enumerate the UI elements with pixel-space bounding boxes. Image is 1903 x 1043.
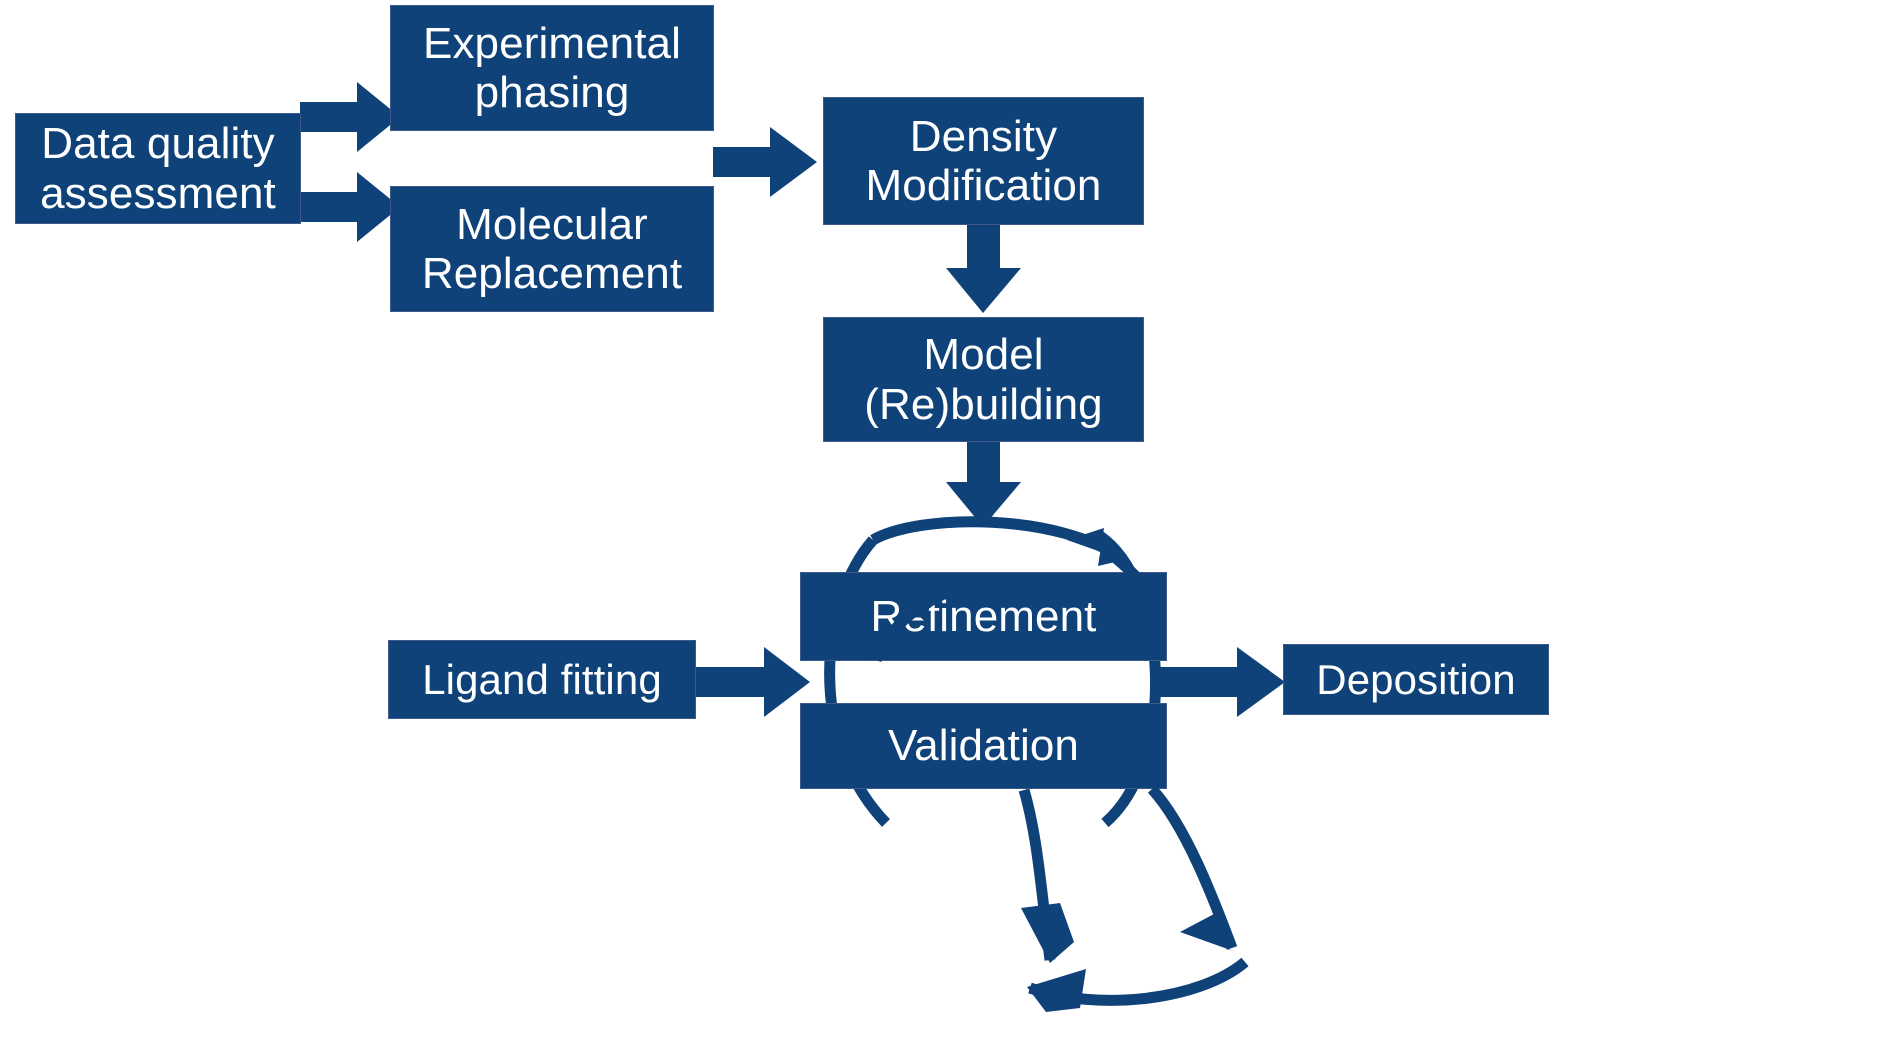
arrow-dq-to-experimental-phasing <box>300 82 400 152</box>
node-density-modification[interactable]: Density Modification <box>823 97 1144 225</box>
node-validation[interactable]: Validation <box>800 703 1167 789</box>
node-refinement[interactable]: Refinement <box>800 572 1167 661</box>
node-deposition[interactable]: Deposition <box>1283 644 1549 715</box>
node-data-quality-assessment[interactable]: Data quality assessment <box>15 113 301 224</box>
arrow-model-rebuilding-to-cycle <box>946 442 1021 527</box>
arrow-cycle-to-deposition <box>1157 647 1285 717</box>
arrow-ligand-fitting-to-cycle <box>696 647 810 717</box>
arrow-density-modification-to-model-rebuilding <box>946 225 1021 313</box>
node-experimental-phasing[interactable]: Experimental phasing <box>390 5 714 131</box>
node-ligand-fitting[interactable]: Ligand fitting <box>388 640 696 719</box>
node-model-rebuilding[interactable]: Model (Re)building <box>823 317 1144 442</box>
arrow-dq-to-molecular-replacement <box>300 172 400 242</box>
node-molecular-replacement[interactable]: Molecular Replacement <box>390 186 714 312</box>
arrow-phasing-to-density-modification <box>713 127 817 197</box>
